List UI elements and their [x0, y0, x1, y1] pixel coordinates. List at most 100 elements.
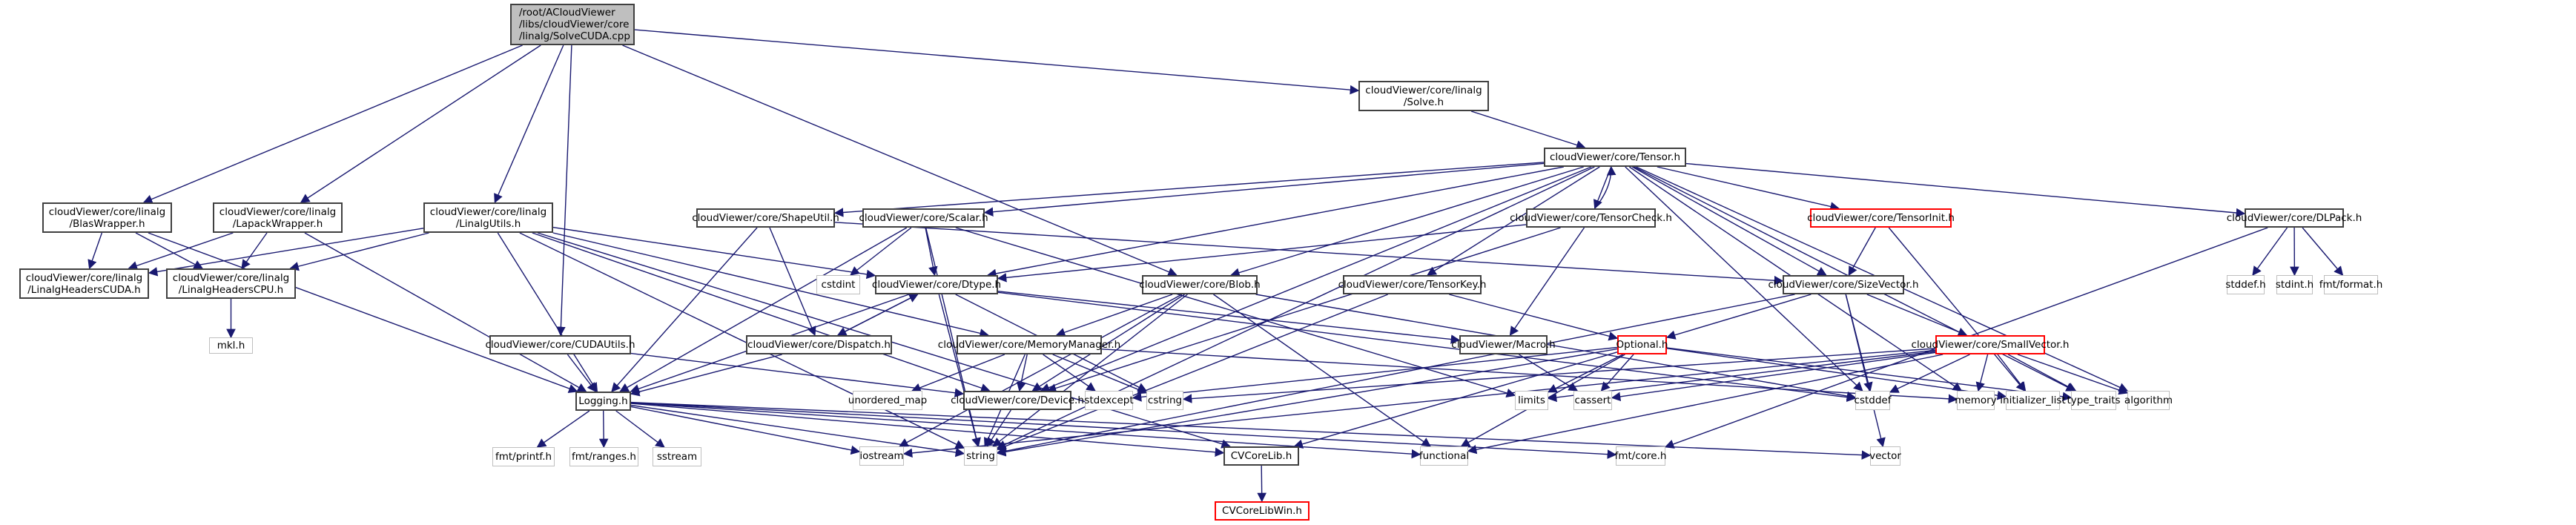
graph-node-cuda[interactable]: cloudViewer/core/linalg /LinalgHeadersCU…	[19, 268, 149, 299]
edge-scalar-to-dtype	[925, 227, 938, 277]
graph-node-cassert: cassert	[1573, 391, 1612, 410]
edge-memmgr-to-memory	[1101, 349, 1958, 404]
graph-node-dlpack[interactable]: cloudViewer/core/DLPack.h	[2227, 208, 2362, 228]
graph-node-lapack[interactable]: cloudViewer/core/linalg /LapackWrapper.h	[213, 202, 343, 233]
graph-node-dtype[interactable]: cloudViewer/core/Dtype.h	[872, 275, 1001, 294]
graph-node-label: unordered_map	[848, 394, 928, 406]
graph-node-memmgr[interactable]: cloudViewer/core/MemoryManager.h	[938, 335, 1120, 354]
graph-node-macro[interactable]: cloudViewer/Macro.h	[1451, 335, 1556, 354]
edge-memmgr-to-device	[1016, 354, 1028, 392]
graph-node-blas[interactable]: cloudViewer/core/linalg /BlasWrapper.h	[42, 202, 172, 233]
graph-node-tensorcheck[interactable]: cloudViewer/core/TensorCheck.h	[1510, 208, 1672, 228]
graph-node-cvcorelibwin[interactable]: CVCoreLibWin.h	[1215, 501, 1310, 521]
edge-linalgutils-to-cpu	[289, 232, 429, 271]
edge-scalar-to-cstdint	[850, 227, 912, 276]
edge-lapack-to-cpu	[241, 232, 268, 270]
graph-node-label: /root/ACloudViewer /libs/cloudViewer/cor…	[519, 7, 630, 42]
graph-node-label: cloudViewer/Macro.h	[1451, 339, 1556, 351]
edge-tensorinit-to-initializer_list	[1888, 227, 2026, 392]
graph-node-label: cloudViewer/core/TensorKey.h	[1338, 279, 1487, 291]
graph-node-label: vector	[1869, 450, 1901, 462]
edge-smallvector-to-type_traits	[2007, 354, 2077, 392]
edge-tensorinit-to-sizevector	[1848, 227, 1876, 277]
graph-node-initializer-list: initializer_list	[2000, 391, 2066, 410]
graph-node-label: stdint.h	[2275, 279, 2314, 291]
edge-smallvector-to-cstddef	[1889, 354, 1970, 393]
graph-node-type-traits: type_traits	[2067, 391, 2121, 410]
graph-node-vector: vector	[1869, 446, 1901, 466]
graph-node-fmtprintf: fmt/printf.h	[492, 447, 555, 466]
graph-node-label: cloudViewer/core/MemoryManager.h	[937, 339, 1121, 351]
graph-node-label: cloudViewer/core/CUDAUtils.h	[485, 339, 635, 351]
graph-node-label: fmt/core.h	[1614, 450, 1667, 462]
edge-device-to-string	[986, 409, 1011, 448]
edge-optional-to-cvcorelib	[1293, 351, 1618, 449]
edge-blas-to-cpu	[135, 232, 204, 269]
edge-dtype-to-macro	[997, 291, 1461, 344]
edge-blob-to-device	[1031, 294, 1185, 392]
edge-cvcorelib-to-cvcorelibwin	[1257, 465, 1266, 503]
edge-tensorcheck-to-macro	[1509, 227, 1585, 337]
graph-node-label: cloudViewer/core/TensorCheck.h	[1510, 212, 1672, 224]
graph-node-label: cstddef	[1854, 394, 1892, 406]
edge-scalar-to-string	[925, 227, 981, 448]
graph-node-shapeutil[interactable]: cloudViewer/core/ShapeUtil.h	[692, 208, 839, 228]
graph-node-sizevector[interactable]: cloudViewer/core/SizeVector.h	[1768, 275, 1919, 294]
edge-sizevector-to-string	[996, 294, 1795, 456]
graph-node-linalgutils[interactable]: cloudViewer/core/linalg /LinalgUtils.h	[423, 202, 553, 233]
graph-node-label: CVCoreLib.h	[1230, 450, 1292, 462]
graph-node-device[interactable]: cloudViewer/core/Device.h	[951, 391, 1084, 410]
graph-node-label: cloudViewer/core/ShapeUtil.h	[692, 212, 839, 224]
edge-tensor-to-device	[1040, 166, 1592, 392]
graph-node-root[interactable]: /root/ACloudViewer /libs/cloudViewer/cor…	[510, 4, 635, 45]
edge-linalgutils-to-dtype	[552, 226, 876, 280]
graph-node-label: stddef.h	[2225, 279, 2266, 291]
edge-tensorcheck-to-tensor	[1594, 165, 1616, 209]
graph-node-tensor[interactable]: cloudViewer/core/Tensor.h	[1544, 148, 1686, 167]
edge-tensor-to-tensorkey	[1427, 166, 1600, 276]
graph-node-cstddef: cstddef	[1854, 391, 1892, 410]
edge-smallvector-to-algorithm	[2017, 354, 2129, 395]
edge-tensor-to-scalar	[983, 162, 1545, 217]
graph-node-cvcorelib[interactable]: CVCoreLib.h	[1223, 446, 1299, 466]
graph-node-label: algorithm	[2124, 394, 2173, 406]
graph-node-tensorkey[interactable]: cloudViewer/core/TensorKey.h	[1338, 275, 1486, 294]
edge-memmgr-to-unordered_map	[911, 354, 1005, 392]
edge-optional-to-initializer_list	[1666, 348, 2007, 400]
graph-node-logging[interactable]: Logging.h	[575, 392, 631, 411]
graph-node-scalar[interactable]: cloudViewer/core/Scalar.h	[859, 208, 988, 228]
graph-node-label: cloudViewer/core/DLPack.h	[2226, 212, 2362, 224]
graph-node-label: iostream	[859, 450, 904, 462]
edge-optional-to-stdexcept	[1132, 346, 1618, 402]
graph-node-solve[interactable]: cloudViewer/core/linalg /Solve.h	[1358, 81, 1489, 111]
edge-smallvector-to-cassert	[1611, 351, 1936, 402]
edge-linalgutils-to-cuda	[148, 228, 424, 277]
edge-logging-to-functional	[630, 402, 1421, 459]
graph-node-stdexcept: stdexcept	[1084, 391, 1134, 410]
edge-blas-to-cuda	[87, 232, 103, 270]
graph-node-blob[interactable]: cloudViewer/core/Blob.h	[1139, 275, 1261, 294]
graph-node-cpu[interactable]: cloudViewer/core/linalg /LinalgHeadersCP…	[166, 268, 296, 299]
graph-node-unordered-map: unordered_map	[848, 391, 927, 410]
graph-node-label: sstream	[656, 451, 698, 463]
graph-node-label: cloudViewer/core/linalg /LinalgUtils.h	[429, 205, 547, 230]
graph-node-label: fmt/format.h	[2319, 279, 2383, 291]
edge-optional-to-limits	[1547, 354, 1624, 393]
edge-shapeutil-to-logging	[611, 227, 758, 392]
edge-blas-to-logging	[148, 232, 578, 393]
graph-node-cudautils[interactable]: cloudViewer/core/CUDAUtils.h	[485, 335, 635, 354]
edge-tensor-to-shapeutil	[833, 162, 1545, 217]
graph-node-label: memory	[1955, 394, 1997, 406]
edge-optional-to-cassert	[1600, 354, 1634, 392]
graph-node-optional[interactable]: Optional.h	[1616, 335, 1668, 354]
graph-node-label: type_traits	[2067, 394, 2121, 406]
graph-node-tensorinit[interactable]: cloudViewer/core/TensorInit.h	[1807, 208, 1955, 228]
graph-node-dispatch[interactable]: cloudViewer/core/Dispatch.h	[746, 335, 892, 354]
graph-node-smallvector[interactable]: cloudViewer/core/SmallVector.h	[1912, 335, 2069, 354]
edge-solve-to-tensor	[1470, 110, 1586, 150]
graph-node-fmtformat: fmt/format.h	[2319, 275, 2382, 294]
edge-optional-to-string	[996, 348, 1618, 457]
graph-node-string: string	[964, 446, 997, 466]
graph-node-label: Logging.h	[578, 395, 628, 407]
graph-node-label: cassert	[1574, 394, 1611, 406]
